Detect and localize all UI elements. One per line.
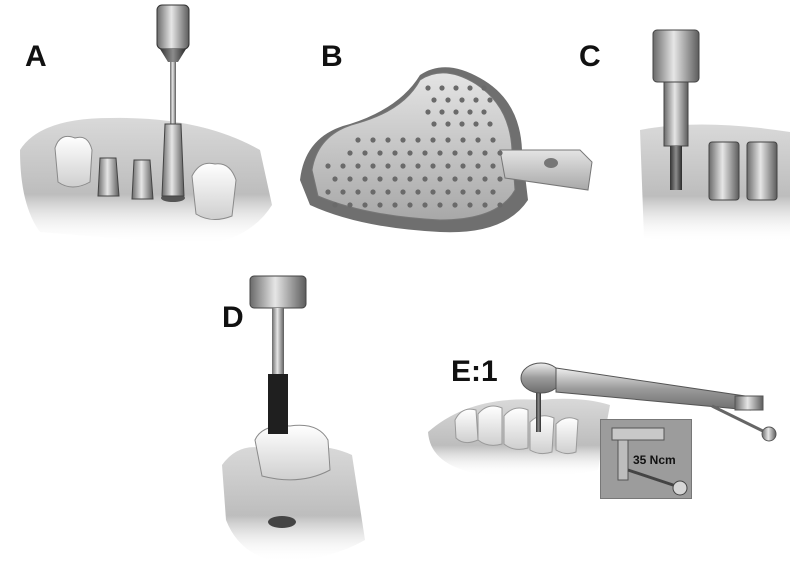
- torque-value-label: 35 Ncm: [633, 453, 676, 467]
